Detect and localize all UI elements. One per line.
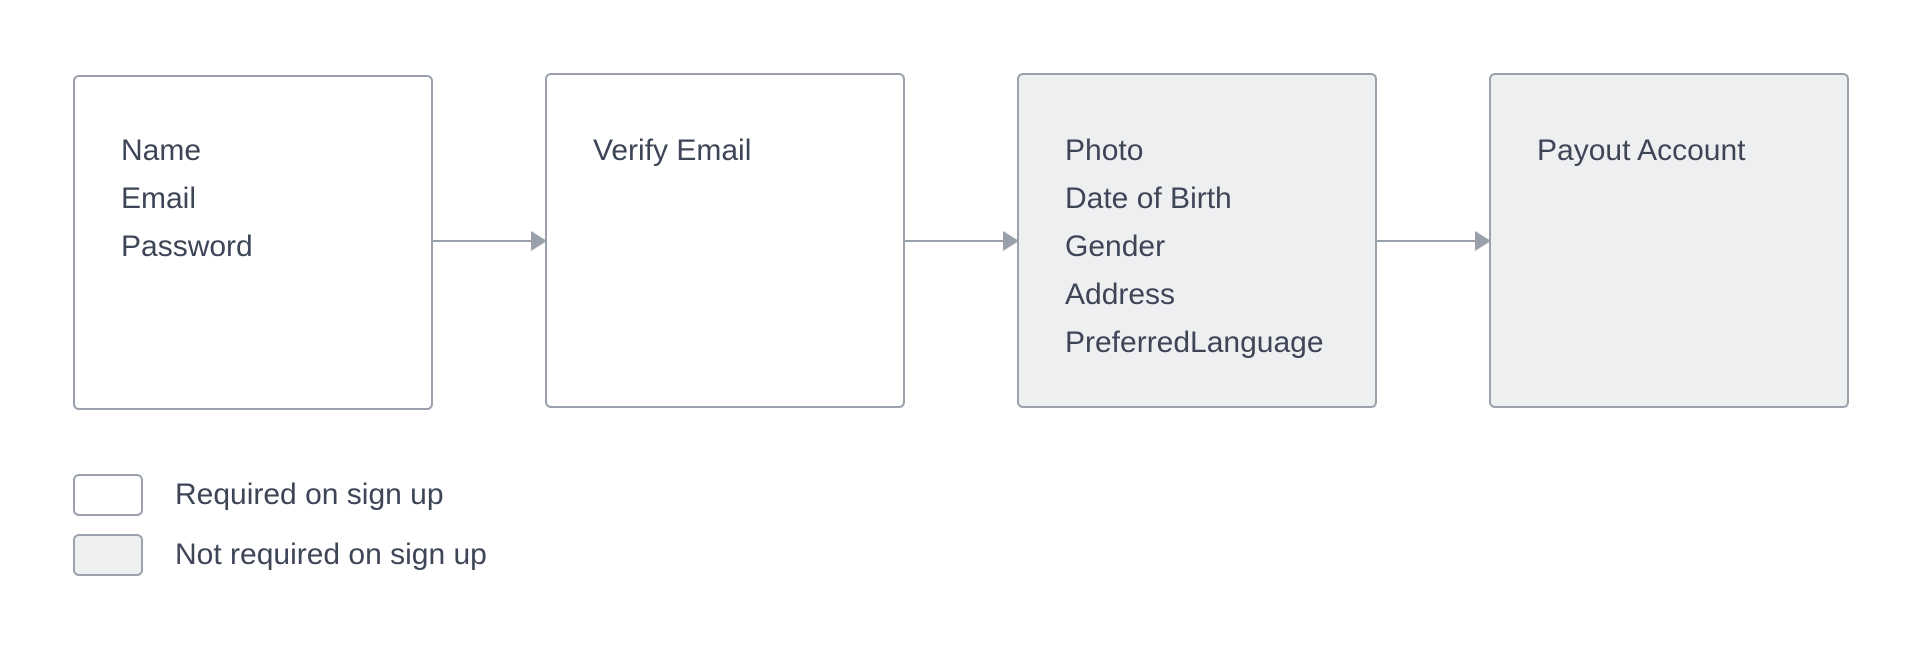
step-1-field-email: Email [121,182,197,215]
legend-required-swatch [73,474,143,516]
step-box-3: Photo Date of Birth Gender Address Prefe… [1017,73,1377,408]
legend-optional-swatch [73,534,143,576]
step-4-field-payout-account: Payout Account [1537,134,1746,167]
step-1-field-list: Name Email Password [121,127,253,271]
step-3-field-preferred-language: PreferredLanguage [1065,326,1324,359]
step-3-field-address: Address [1065,278,1176,311]
step-1-field-name: Name [121,134,202,167]
step-3-field-photo: Photo [1065,134,1144,167]
arrow-step-1-to-2 [433,231,547,251]
step-3-field-date-of-birth: Date of Birth [1065,182,1232,215]
legend-optional-label: Not required on sign up [175,538,487,571]
step-box-4: Payout Account [1489,73,1849,408]
legend-required-label: Required on sign up [175,478,444,511]
step-4-field-list: Payout Account [1537,127,1745,175]
step-1-field-password: Password [121,230,253,263]
step-3-field-gender: Gender [1065,230,1166,263]
arrowhead-icon [531,231,547,251]
arrow-step-3-to-4 [1377,231,1491,251]
step-2-field-verify-email: Verify Email [593,134,752,167]
step-box-1: Name Email Password [73,75,433,410]
arrowhead-icon [1475,231,1491,251]
arrowhead-icon [1003,231,1019,251]
legend-required: Required on sign up [73,473,444,517]
step-2-field-list: Verify Email [593,127,751,175]
step-3-field-list: Photo Date of Birth Gender Address Prefe… [1065,127,1324,367]
step-box-2: Verify Email [545,73,905,408]
legend-optional: Not required on sign up [73,533,487,577]
arrow-step-2-to-3 [905,231,1019,251]
